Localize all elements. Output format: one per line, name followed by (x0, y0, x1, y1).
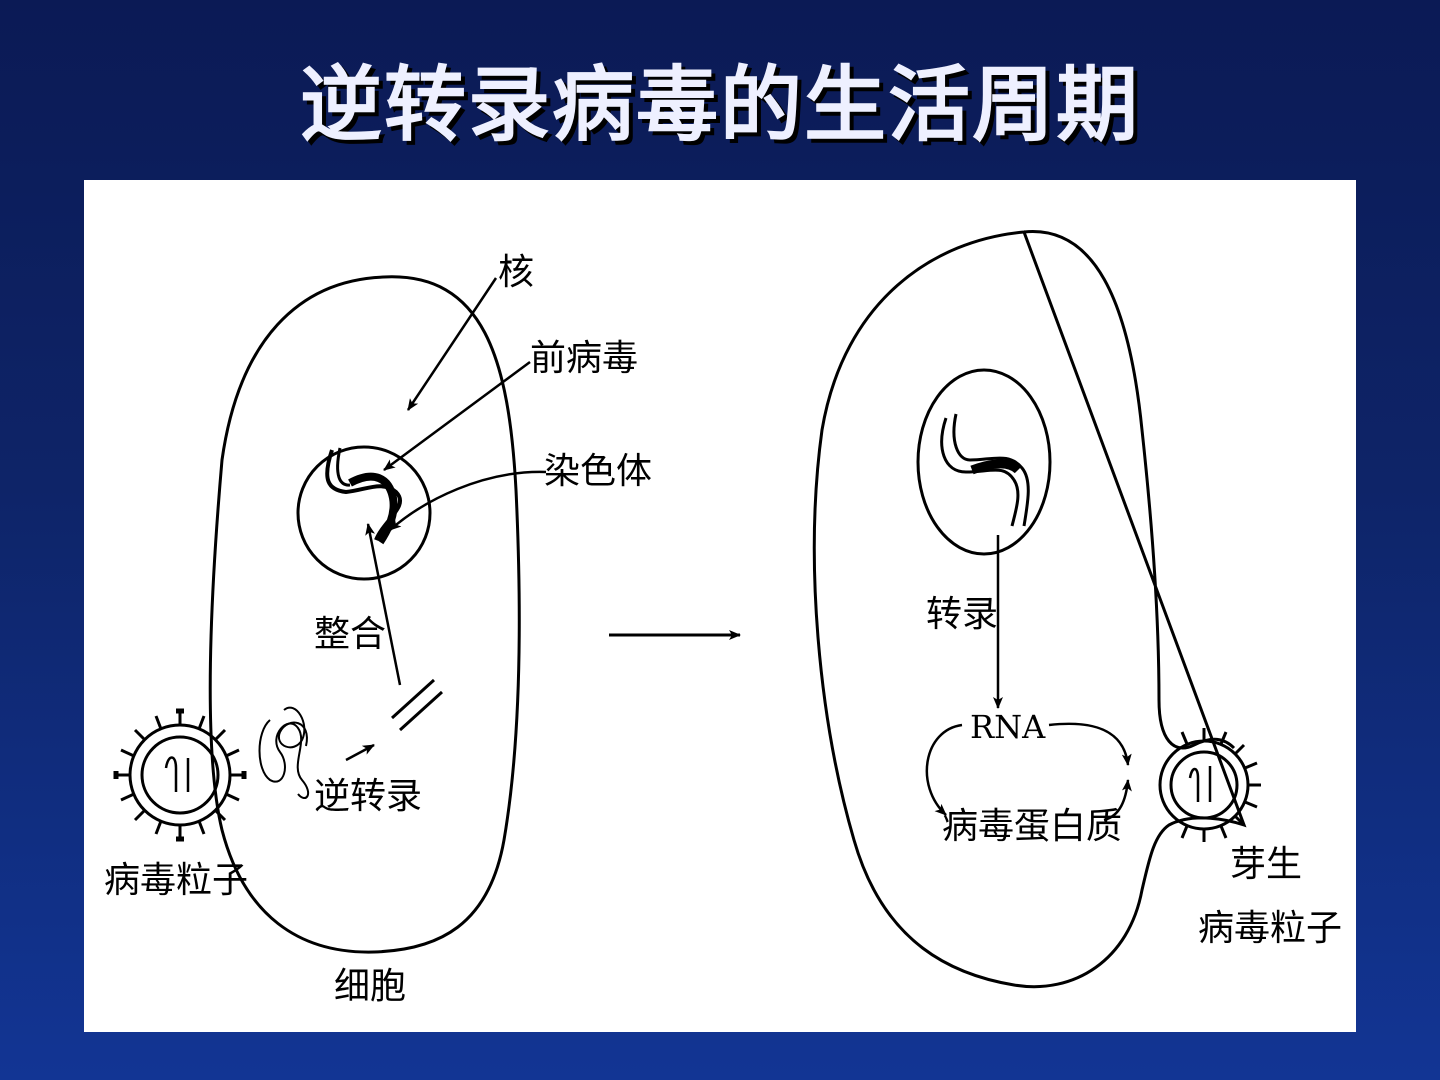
label-viral-protein: 病毒蛋白质 (942, 806, 1122, 847)
label-cell: 细胞 (334, 966, 406, 1007)
arrow-integration (365, 523, 402, 686)
arrow-rna-to-budding (1048, 722, 1132, 766)
arrow-provirus (383, 360, 531, 472)
right-cell-membrane (812, 230, 1247, 989)
viral-rna-coil (258, 719, 310, 799)
virus-particle-budding (1158, 728, 1261, 842)
right-cell (812, 230, 1261, 989)
label-virus-particle-left: 病毒粒子 (104, 860, 248, 901)
label-nucleus: 核 (498, 252, 534, 293)
arrow-nucleus (406, 277, 498, 411)
arrow-rna-to-protein (925, 723, 963, 816)
proviral-dna-strand-1 (390, 678, 436, 720)
slide-title: 逆转录病毒的生活周期 (299, 58, 1140, 153)
proviral-dna-strand-2 (398, 690, 444, 732)
label-integration: 整合 (314, 614, 386, 655)
virus-particle-left (113, 708, 247, 842)
left-cell-membrane (208, 275, 521, 954)
label-rna: RNA (970, 708, 1046, 746)
arrow-reverse-transcription (345, 743, 375, 762)
label-reverse-transcription: 逆转录 (314, 776, 422, 817)
label-transcription: 转录 (926, 594, 998, 635)
left-provirus (348, 472, 398, 545)
arrow-protein-to-budding (1103, 779, 1132, 822)
retrovirus-lifecycle-diagram: 核 前病毒 染色体 整合 逆转录 病毒粒子 细胞 转录 RNA 病毒蛋白质 芽生… (104, 230, 1342, 1007)
diagram-panel: 核 前病毒 染色体 整合 逆转录 病毒粒子 细胞 转录 RNA 病毒蛋白质 芽生… (84, 180, 1356, 1032)
left-cell (113, 275, 547, 954)
right-chromosome (940, 417, 1020, 527)
right-provirus (970, 459, 1022, 475)
left-nucleus (296, 445, 432, 581)
label-budding: 芽生 (1230, 844, 1302, 885)
arrow-chromosome (389, 470, 547, 531)
right-nucleus (916, 368, 1052, 556)
label-provirus: 前病毒 (530, 338, 638, 379)
label-virus-particle-right: 病毒粒子 (1198, 908, 1342, 949)
label-chromosome: 染色体 (544, 451, 652, 492)
